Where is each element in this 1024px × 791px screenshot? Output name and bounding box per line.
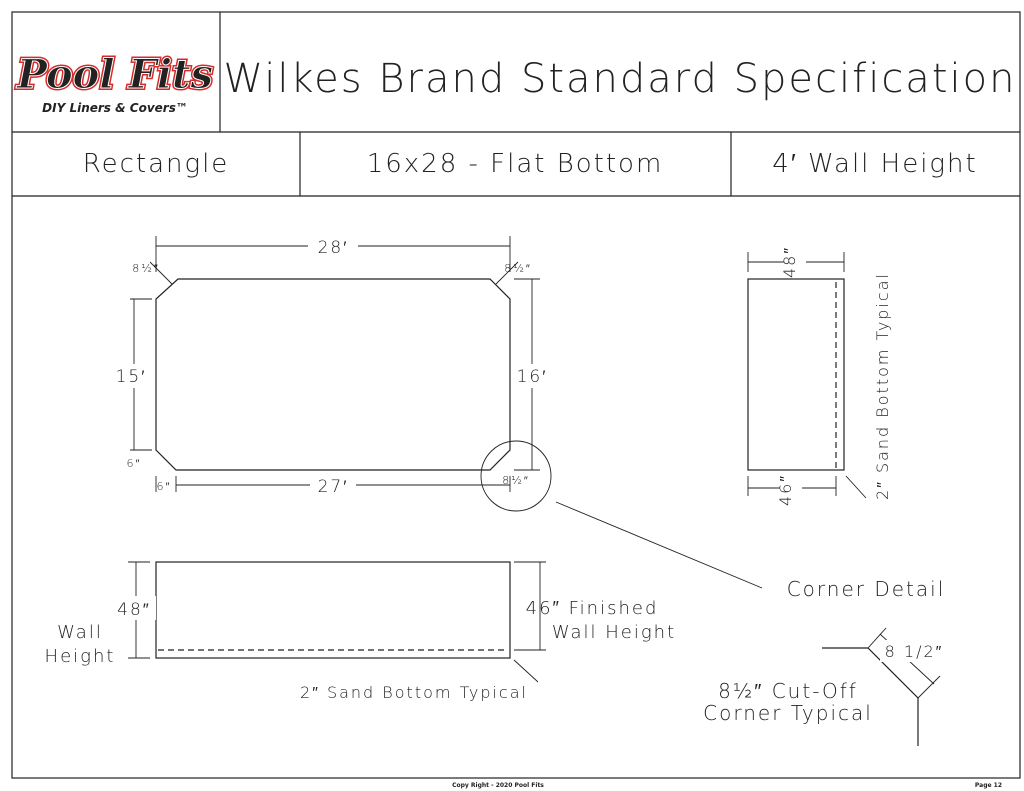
cutoff-line-2: Corner Typical — [703, 701, 873, 725]
logo-brand: Pool Fits — [16, 51, 213, 98]
dim-wall-bottom: 46″ — [776, 474, 795, 506]
dim-mask — [112, 596, 156, 620]
note-leader — [513, 659, 539, 683]
wall-label: 4′ Wall Height — [772, 149, 977, 179]
dim-mask — [310, 475, 356, 495]
dim-corner-bl-h: 6″ — [157, 480, 172, 493]
dim-mask — [514, 364, 550, 388]
corner-mark — [495, 261, 519, 285]
corner-callout-circle — [480, 440, 552, 512]
wall-elevation — [155, 561, 511, 659]
cutoff-line-1: 8½″ Cut-Off — [718, 679, 858, 703]
dim-mask — [784, 250, 806, 276]
corner-detail: Corner Detail 8 1/2″ 8½″ Cut-Off Corner … — [703, 577, 948, 746]
dim-bottom-length: 27′ — [318, 477, 349, 497]
dim-left-width: 15′ — [116, 367, 147, 387]
sheet-border — [11, 11, 1021, 779]
dim-mask — [880, 640, 948, 662]
corner-dimension: 8 1/2″ — [885, 642, 944, 661]
dim-mask — [118, 364, 150, 388]
shape-label: Rectangle — [83, 149, 230, 179]
corner-mark — [149, 261, 173, 285]
corner-profile — [822, 647, 919, 746]
side-view: 48″ 46″ 2″ Sand Bottom Typical — [747, 246, 892, 506]
wall-section — [747, 278, 845, 471]
dim-ext — [917, 675, 941, 699]
plan-view: 28′ 27′ 6″ 15′ 6″ 16′ 8½″ 8½″ 8½″ — [116, 236, 763, 589]
logo-shadow: Pool Fits — [16, 51, 213, 98]
dim-wall-top: 48″ — [780, 246, 799, 278]
dim-corner-bl-v: 6″ — [127, 457, 142, 470]
dim-mask — [780, 476, 802, 502]
footer-page: Page 12 — [975, 782, 1002, 789]
size-label: 16x28 - Flat Bottom — [367, 149, 664, 179]
callout-leader — [555, 501, 763, 589]
pool-outline — [155, 278, 511, 471]
dim-right-width: 16′ — [517, 367, 548, 387]
dim-ext — [867, 627, 887, 649]
dim-corner-br: 8½″ — [502, 474, 530, 487]
dim-mask — [308, 236, 358, 256]
corner-detail-title: Corner Detail — [787, 577, 946, 601]
brand-logo: Pool Fits Pool Fits DIY Liners & Covers™ — [14, 49, 215, 115]
wall-height-label-1: Wall — [57, 622, 103, 643]
page-title: Wilkes Brand Standard Specification — [224, 56, 1017, 102]
finished-height-2: Wall Height — [552, 622, 676, 643]
side-sand-note: 2″ Sand Bottom Typical — [873, 272, 892, 500]
logo-tagline: DIY Liners & Covers™ — [42, 101, 188, 115]
footer-copyright: Copy Right - 2020 Pool Fits — [452, 782, 544, 789]
elevation-view: 48″ Wall Height 46″ Finished Wall Height… — [45, 561, 676, 702]
wall-height-label-2: Height — [45, 646, 116, 667]
finished-height-1: 46″ Finished — [526, 598, 659, 619]
elevation-sand-note: 2″ Sand Bottom Typical — [300, 683, 528, 702]
dim-corner-tl: 8½″ — [132, 262, 160, 275]
dim-top-length: 28′ — [318, 238, 349, 258]
note-leader — [845, 475, 867, 499]
dim-corner-tr: 8½″ — [504, 262, 532, 275]
dim-wall-height: 48″ — [117, 600, 151, 620]
